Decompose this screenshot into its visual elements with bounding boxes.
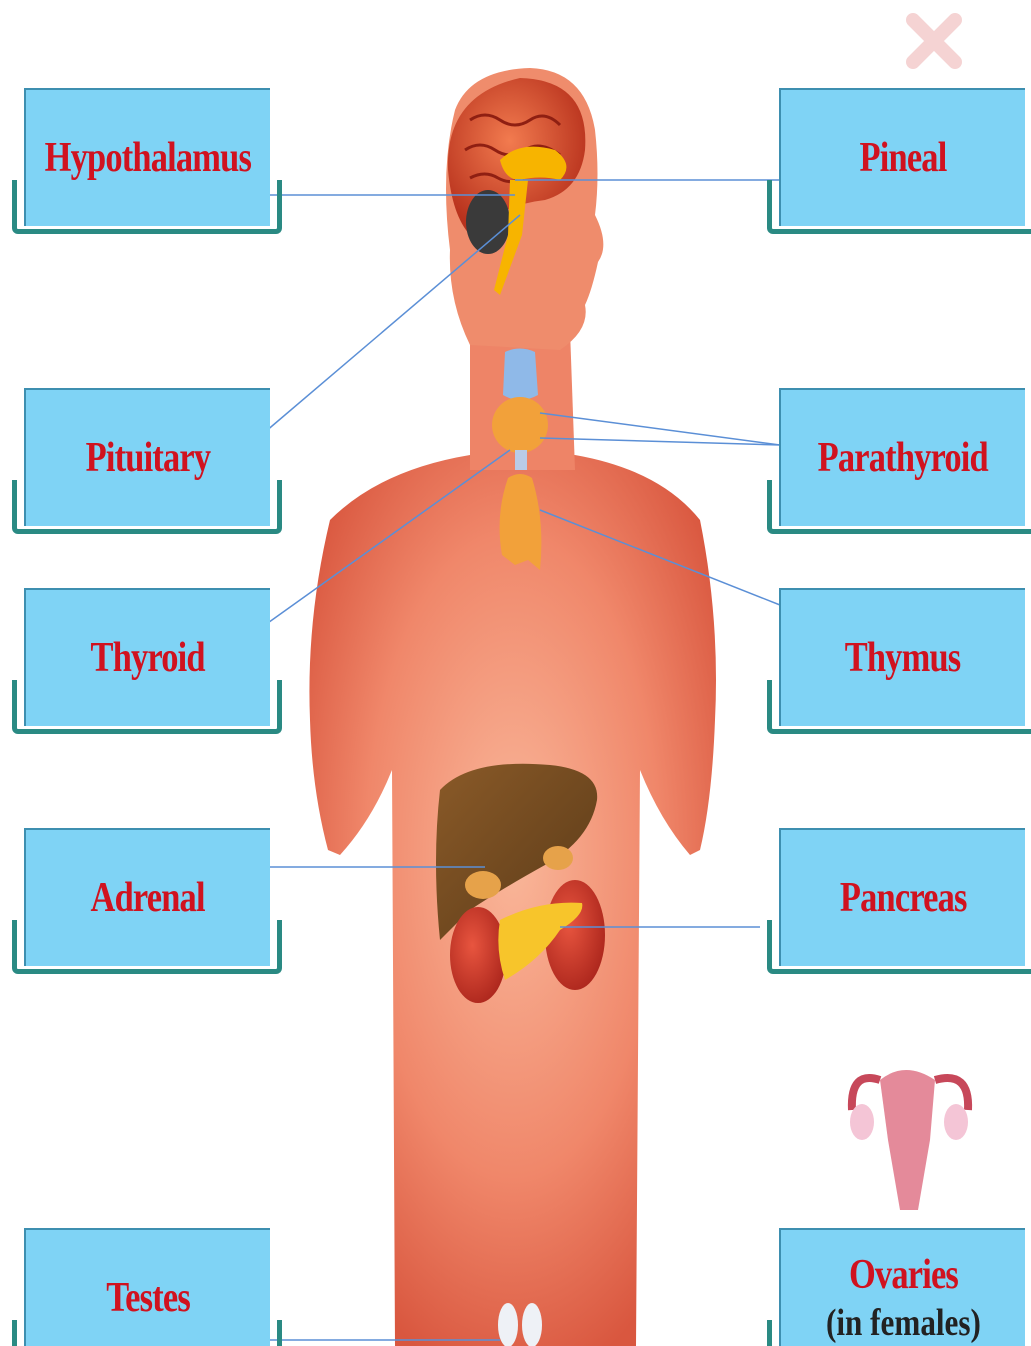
torso	[309, 455, 716, 1346]
label-adrenal-text: Adrenal	[91, 877, 205, 919]
left-kidney-organ	[450, 907, 506, 1003]
label-pituitary: Pituitary	[24, 388, 270, 526]
cerebellum	[466, 190, 510, 254]
ovary-right-organ	[944, 1104, 968, 1140]
label-testes: Testes	[24, 1228, 270, 1346]
label-ovaries: Ovaries (in females)	[779, 1228, 1025, 1346]
label-thymus-text: Thymus	[845, 637, 961, 679]
label-pineal: Pineal	[779, 88, 1025, 226]
label-adrenal: Adrenal	[24, 828, 270, 966]
label-pancreas: Pancreas	[779, 828, 1025, 966]
label-parathyroid: Parathyroid	[779, 388, 1025, 526]
label-pituitary-text: Pituitary	[86, 437, 211, 479]
testes-organ	[498, 1303, 518, 1346]
label-thyroid-text: Thyroid	[91, 637, 205, 679]
close-icon[interactable]	[905, 10, 965, 70]
label-ovaries-note: (in females)	[826, 1304, 981, 1342]
thyroid-organ	[492, 397, 548, 453]
label-testes-text: Testes	[106, 1277, 190, 1319]
adrenal-organ	[465, 871, 501, 899]
label-hypothalamus: Hypothalamus	[24, 88, 270, 226]
label-hypothalamus-text: Hypothalamus	[45, 137, 251, 179]
label-parathyroid-text: Parathyroid	[818, 437, 988, 479]
label-pineal-text: Pineal	[860, 137, 947, 179]
label-thymus: Thymus	[779, 588, 1025, 726]
label-thyroid: Thyroid	[24, 588, 270, 726]
uterus-illustration	[850, 1070, 968, 1210]
ovary-left-organ	[850, 1104, 874, 1140]
larynx-organ	[503, 349, 538, 401]
label-pancreas-text: Pancreas	[840, 877, 967, 919]
label-ovaries-text: Ovaries	[848, 1254, 957, 1296]
